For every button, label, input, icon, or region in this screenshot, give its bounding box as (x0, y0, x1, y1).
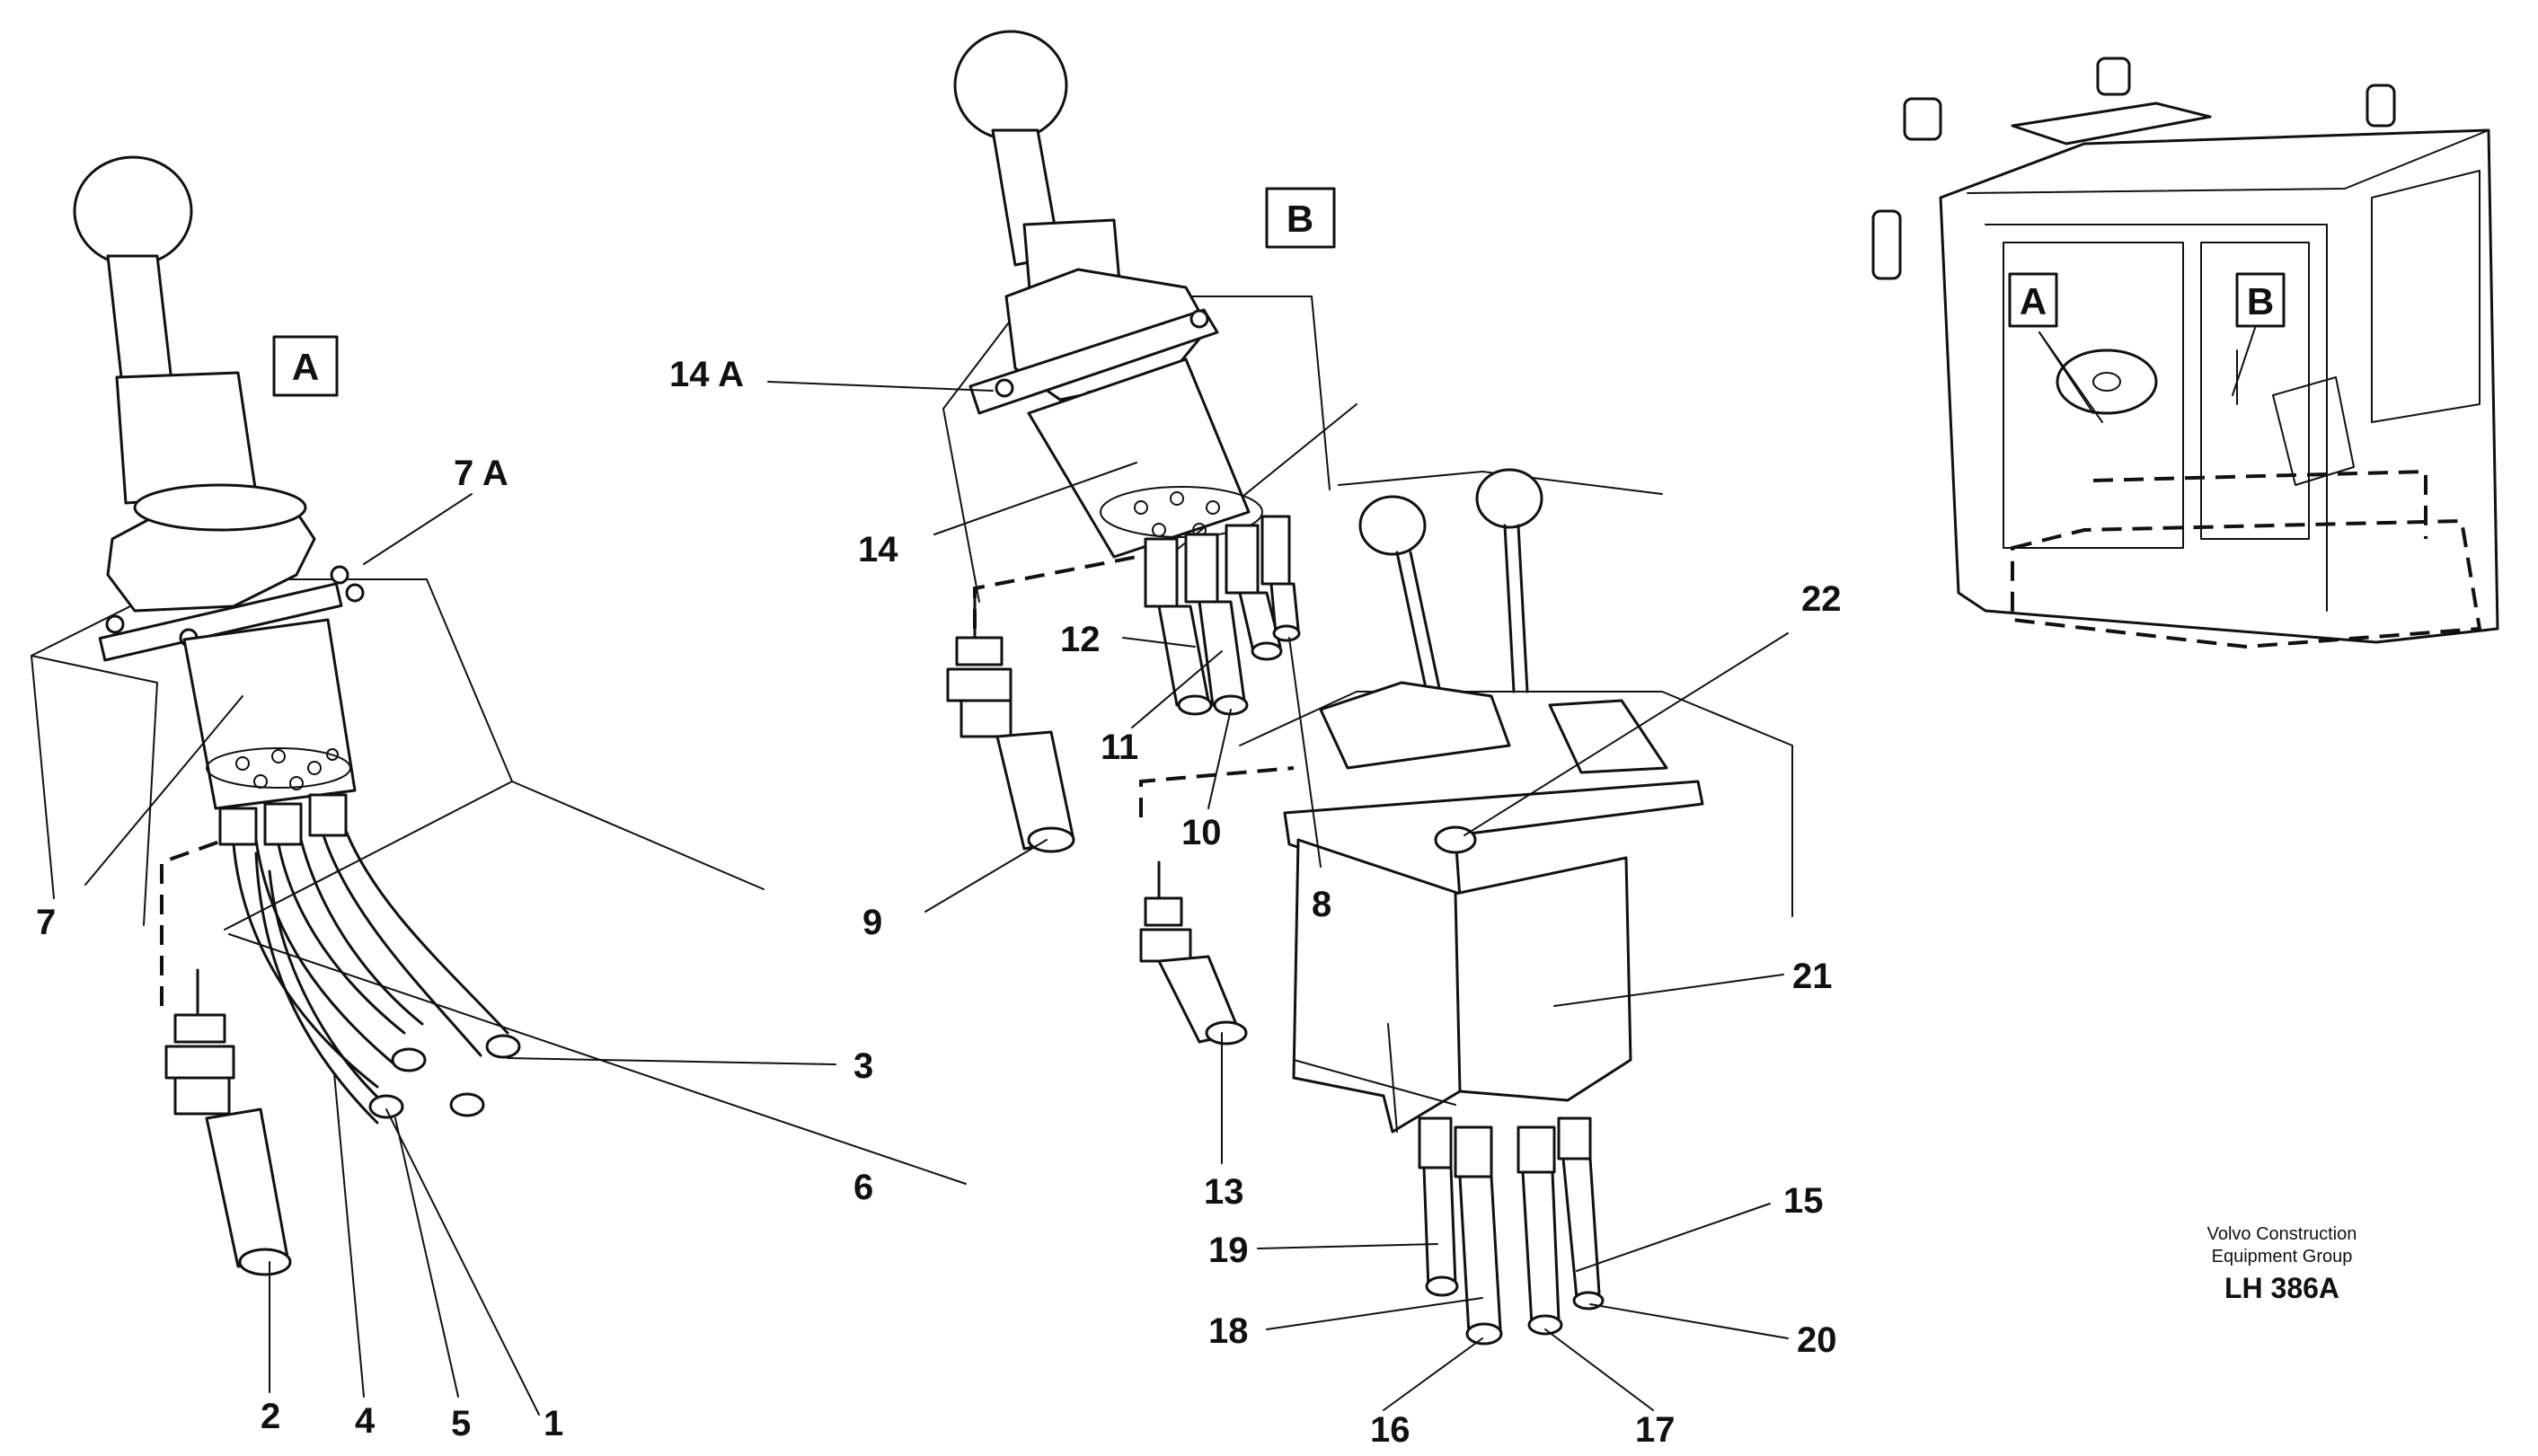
view-tag-a: A (272, 335, 339, 397)
callout-numbers: 7 A 7 3 6 2 4 5 1 14 A 14 12 11 10 8 9 1… (36, 355, 1842, 1450)
callout-19: 19 (1208, 1231, 1249, 1270)
twin-lever-knobs (1358, 468, 1543, 702)
callout-16: 16 (1370, 1410, 1410, 1450)
view-b-lever (953, 30, 1263, 559)
callout-2: 2 (261, 1397, 280, 1436)
callout-13: 13 (1204, 1172, 1244, 1212)
view-b-hoses (1144, 515, 1301, 716)
callout-11: 11 (1101, 728, 1138, 767)
view-a-hoses (218, 793, 521, 1125)
view-a-lever-valve (31, 155, 765, 1276)
twin-lever-hoses (1418, 1116, 1605, 1346)
callout-14a: 14 A (669, 355, 744, 394)
lever-knob (73, 155, 193, 267)
callout-7a: 7 A (454, 454, 508, 493)
cab-marker-b-box (2235, 272, 2286, 328)
callout-4: 4 (355, 1401, 376, 1441)
callout-8: 8 (1312, 885, 1331, 924)
view-b-lever-valve (942, 30, 1663, 1046)
drawing-reference: LH 386A (2224, 1272, 2339, 1304)
view-label-b: B (1287, 198, 1313, 240)
view-tag-b: B (1265, 187, 1336, 249)
mirror (1871, 209, 1902, 280)
callout-12: 12 (1060, 620, 1101, 659)
twin-lever-valve (1239, 468, 1793, 1346)
callout-18: 18 (1208, 1311, 1249, 1351)
twin-lever-housing (1239, 681, 1793, 1134)
cab-marker-a-box (2008, 272, 2058, 328)
callout-5: 5 (451, 1404, 471, 1443)
callout-14: 14 (858, 530, 898, 569)
cab-overview (1871, 57, 2499, 649)
view-a-adapter (160, 838, 292, 1276)
cab-label-a: A (2020, 280, 2047, 322)
callout-6: 6 (853, 1168, 873, 1207)
callout-3: 3 (853, 1046, 873, 1086)
callout-22: 22 (1801, 579, 1842, 619)
callout-20: 20 (1797, 1320, 1837, 1360)
callout-21: 21 (1792, 957, 1833, 996)
callout-15: 15 (1783, 1181, 1824, 1221)
view-b-adapters (946, 555, 1295, 1046)
valve-body (182, 618, 357, 810)
leader-lines (84, 327, 2256, 1416)
bolt-22 (1434, 825, 1477, 854)
company-line-1: Volvo Construction (2207, 1224, 2357, 1244)
view-a-lever (73, 155, 365, 810)
callout-9: 9 (862, 903, 882, 942)
company-line-2: Equipment Group (2212, 1247, 2353, 1266)
view-label-a: A (292, 346, 319, 388)
callout-17: 17 (1635, 1410, 1676, 1450)
cab-label-b: B (2247, 280, 2274, 322)
callout-1: 1 (544, 1404, 563, 1443)
footer-reference: Volvo Construction Equipment Group LH 38… (2207, 1224, 2357, 1304)
valve-body (1027, 357, 1251, 559)
callout-10: 10 (1181, 813, 1222, 852)
callout-7: 7 (36, 903, 56, 942)
lever-knob (953, 30, 1068, 141)
